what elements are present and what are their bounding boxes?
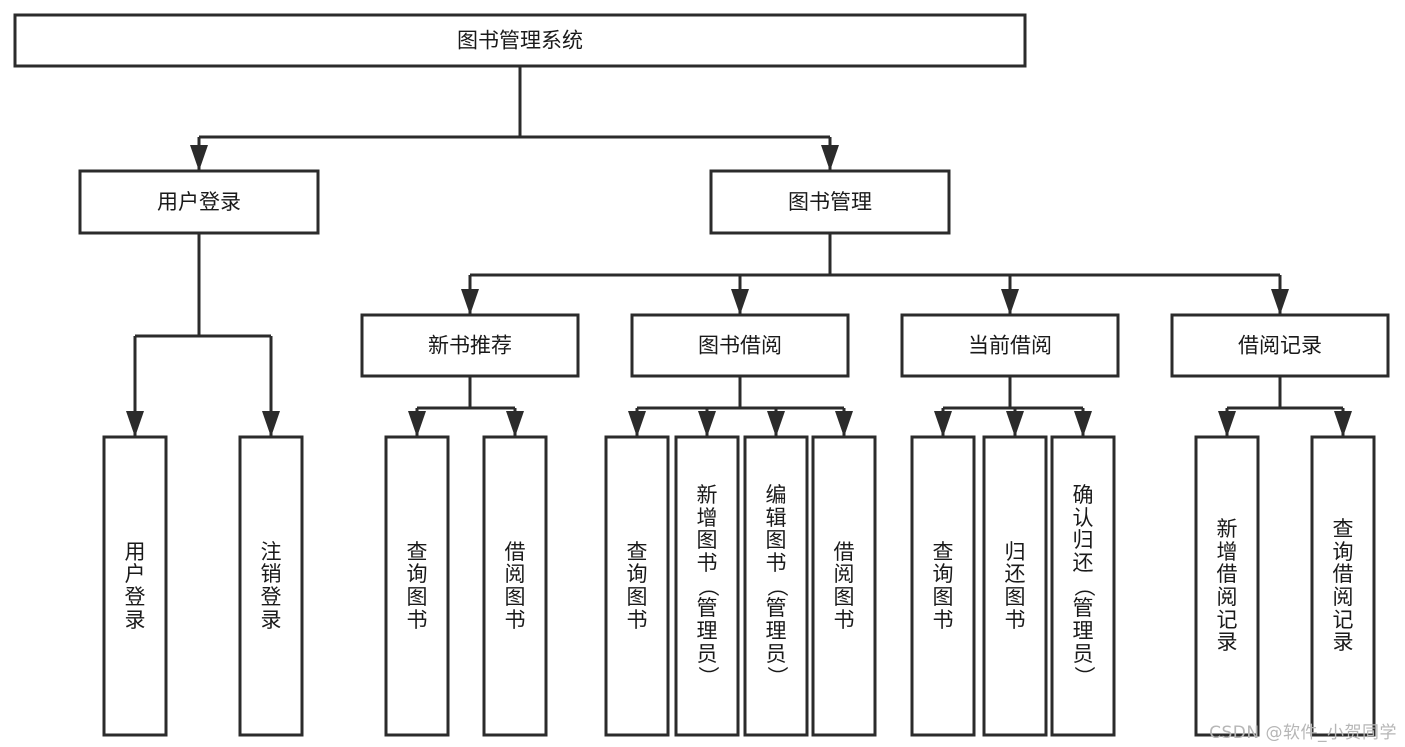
arrow-head-leaf-edit-book [767,411,785,437]
node-box-book-borrow[interactable] [630,313,850,378]
arrow-head-leaf-query-book-2 [628,411,646,437]
node-box-leaf-borrow-book-1[interactable] [482,435,548,737]
node-box-leaf-query-book-3[interactable] [910,435,976,737]
arrow-head-book-borrow [731,289,749,315]
arrow-head-borrow-record [1271,289,1289,315]
node-box-leaf-query-record[interactable] [1310,435,1376,737]
arrow-head-leaf-borrow-book-2 [835,411,853,437]
node-label-book-borrow: 图书借阅 [698,334,782,358]
node-label-new-book-rec: 新书推荐 [428,334,512,358]
node-box-leaf-add-book[interactable] [674,435,740,737]
node-label-current-borrow: 当前借阅 [968,334,1052,358]
node-box-root[interactable] [13,13,1027,68]
arrow-head-current-borrow [1001,289,1019,315]
watermark: CSDN @软件_小贺同学 [1209,723,1397,743]
node-label-borrow-record: 借阅记录 [1238,334,1322,358]
node-label-root: 图书管理系统 [457,29,583,53]
node-box-leaf-user-logout[interactable] [238,435,304,737]
node-box-leaf-confirm-return[interactable] [1050,435,1116,737]
arrow-head-leaf-user-logout [262,411,280,437]
node-box-leaf-query-book-2[interactable] [604,435,670,737]
connector-layer [126,66,1352,437]
node-box-borrow-record[interactable] [1170,313,1390,378]
node-box-new-book-rec[interactable] [360,313,580,378]
arrow-head-leaf-add-record [1218,411,1236,437]
arrow-head-book-manage [821,145,839,171]
arrow-head-leaf-query-book-1 [408,411,426,437]
arrow-head-leaf-user-login [126,411,144,437]
box-layer [13,13,1390,737]
arrow-head-leaf-query-book-3 [934,411,952,437]
node-box-user-login[interactable] [78,169,320,235]
node-label-book-manage: 图书管理 [788,190,872,214]
node-box-leaf-add-record[interactable] [1194,435,1260,737]
arrow-head-user-login [190,145,208,171]
arrow-head-leaf-add-book [698,411,716,437]
node-label-user-login: 用户登录 [157,190,241,214]
node-box-leaf-borrow-book-2[interactable] [811,435,877,737]
node-box-leaf-query-book-1[interactable] [384,435,450,737]
arrow-head-leaf-borrow-book-1 [506,411,524,437]
node-box-book-manage[interactable] [709,169,951,235]
arrow-head-leaf-return-book [1006,411,1024,437]
arrow-head-leaf-confirm-return [1074,411,1092,437]
node-box-leaf-user-login[interactable] [102,435,168,737]
node-box-current-borrow[interactable] [900,313,1120,378]
arrow-head-new-book-rec [461,289,479,315]
node-box-leaf-return-book[interactable] [982,435,1048,737]
node-box-leaf-edit-book[interactable] [743,435,809,737]
arrow-head-leaf-query-record [1334,411,1352,437]
